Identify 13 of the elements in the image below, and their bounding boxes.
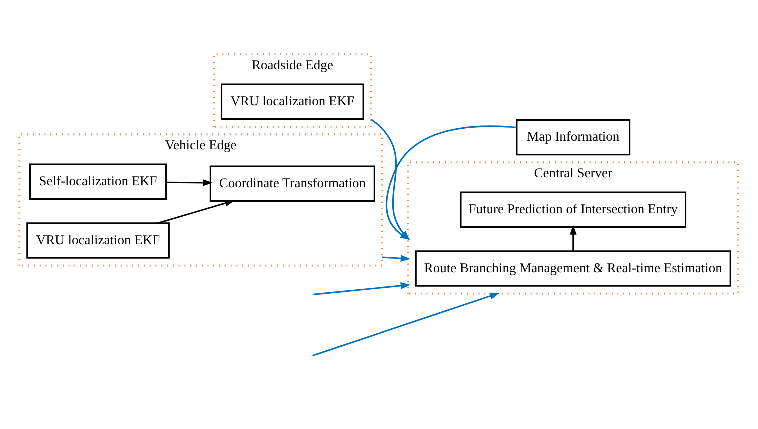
arrow — [314, 282, 411, 295]
node-box: Future Prediction of Intersection Entry — [460, 191, 687, 228]
node-box: VRU localization EKF — [220, 83, 364, 120]
node-box: Map Information — [516, 118, 631, 156]
node-box: Coordinate Transformation — [210, 165, 376, 202]
arrow — [312, 292, 500, 356]
arrow — [166, 179, 213, 186]
node-box: Route Branching Management & Real-time Estimation — [415, 250, 732, 286]
node-box: VRU localization EKF — [26, 222, 170, 258]
arrow — [158, 200, 236, 224]
arrow — [570, 224, 577, 251]
node-box: Self-localization EKF — [30, 163, 168, 200]
arrow — [382, 254, 411, 262]
